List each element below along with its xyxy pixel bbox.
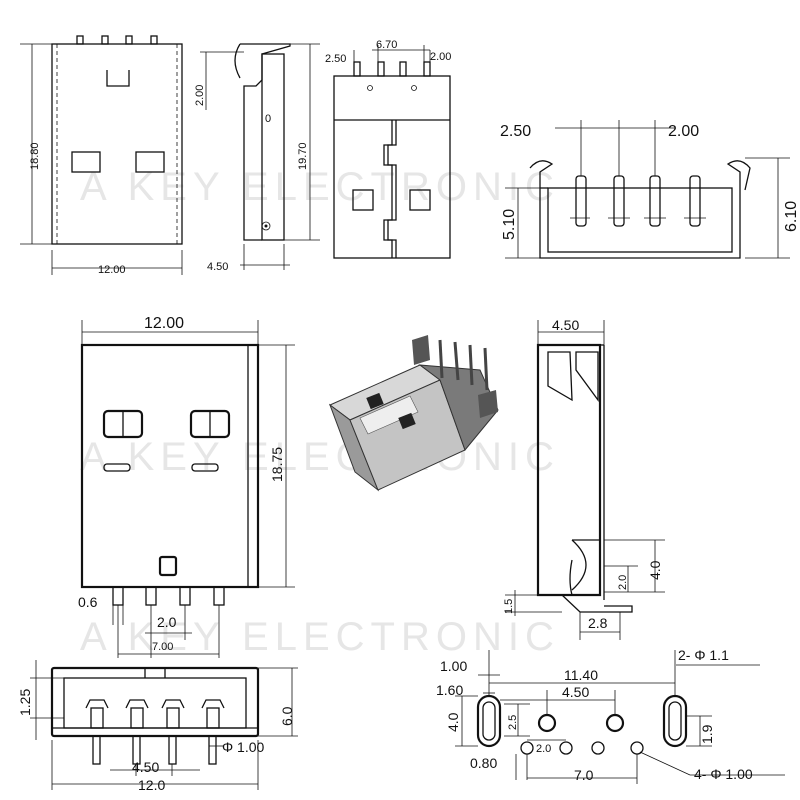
dim-pitch-right: 2.00 (668, 123, 699, 140)
pcb-offset: 0.80 (470, 755, 497, 771)
dim-span: 7.00 (152, 641, 173, 653)
dim-inner-height: 5.10 (501, 209, 518, 240)
dim-pitch-left: 2.50 (500, 123, 531, 140)
dim-pitch: 2.0 (157, 614, 177, 630)
pcb-hole-label: 4- Φ 1.00 (694, 766, 753, 782)
pcb-width-b: 1.60 (436, 682, 463, 698)
dim-height: 6.0 (279, 706, 295, 726)
dim-h3: 1.5 (503, 599, 515, 614)
top-side-view: 0 2.00 19.70 4.50 (194, 43, 320, 273)
connector-3d-render (328, 335, 499, 492)
top-front-view: 18.80 12.00 (20, 35, 183, 276)
dim-foot: 2.8 (588, 615, 608, 631)
watermark: A KEY ELECTRONIC (80, 435, 560, 479)
pcb-pitch-big: 4.50 (562, 684, 589, 700)
dim-h2: 2.0 (617, 575, 629, 590)
pcb-width-a: 1.00 (440, 658, 467, 674)
pcb-h-25: 2.5 (507, 715, 519, 730)
pcb-footprint: 2- Φ 1.1 1.00 11.40 1.60 4.50 4.0 2.5 1.… (436, 647, 785, 784)
bottom-end-view: 1.25 6.0 Φ 1.00 4.50 12.0 (17, 660, 298, 793)
dim-h1: 4.0 (647, 560, 663, 580)
dim-span: 6.70 (376, 39, 397, 51)
dim-top-offset: 1.25 (17, 689, 33, 716)
dim-height: 19.70 (297, 142, 309, 170)
dim-height: 18.75 (269, 447, 285, 482)
dim-width: 12.00 (98, 264, 126, 276)
dim-depth: 4.50 (207, 261, 228, 273)
dim-pitch-right: 2.00 (430, 51, 451, 63)
pcb-h-19: 1.9 (699, 724, 715, 744)
top-end-view: 2.50 2.00 5.10 6.10 (500, 120, 800, 259)
pcb-pitch-small: 2.0 (536, 743, 551, 755)
dim-depth: 4.50 (552, 317, 579, 333)
pcb-slot-h: 4.0 (445, 712, 461, 732)
dim-width: 12.0 (138, 777, 165, 793)
dim-pin-diameter: Φ 1.00 (222, 739, 265, 755)
dim-height: 18.80 (29, 142, 41, 170)
watermark: A KEY ELECTRONIC (80, 615, 560, 659)
dim-outer-height: 6.10 (783, 201, 800, 232)
dim-width: 12.00 (144, 315, 184, 332)
dim-pitch: 4.50 (132, 759, 159, 775)
pcb-span-small: 7.0 (574, 767, 594, 783)
dim-offset: 2.00 (194, 85, 206, 106)
pcb-slot-label: 2- Φ 1.1 (678, 647, 729, 663)
dim-pitch-left: 2.50 (325, 53, 346, 65)
top-rear-view: 2.50 6.70 2.00 (325, 39, 451, 259)
dim-pin-width: 0.6 (78, 594, 98, 610)
mid-front-view: 12.00 18.75 0.6 2.0 7.00 (78, 315, 295, 658)
side-mark: 0 (265, 113, 271, 125)
mid-side-view: 4.50 4.0 2.0 1.5 2.8 (503, 317, 665, 640)
pcb-span: 11.40 (564, 667, 598, 683)
